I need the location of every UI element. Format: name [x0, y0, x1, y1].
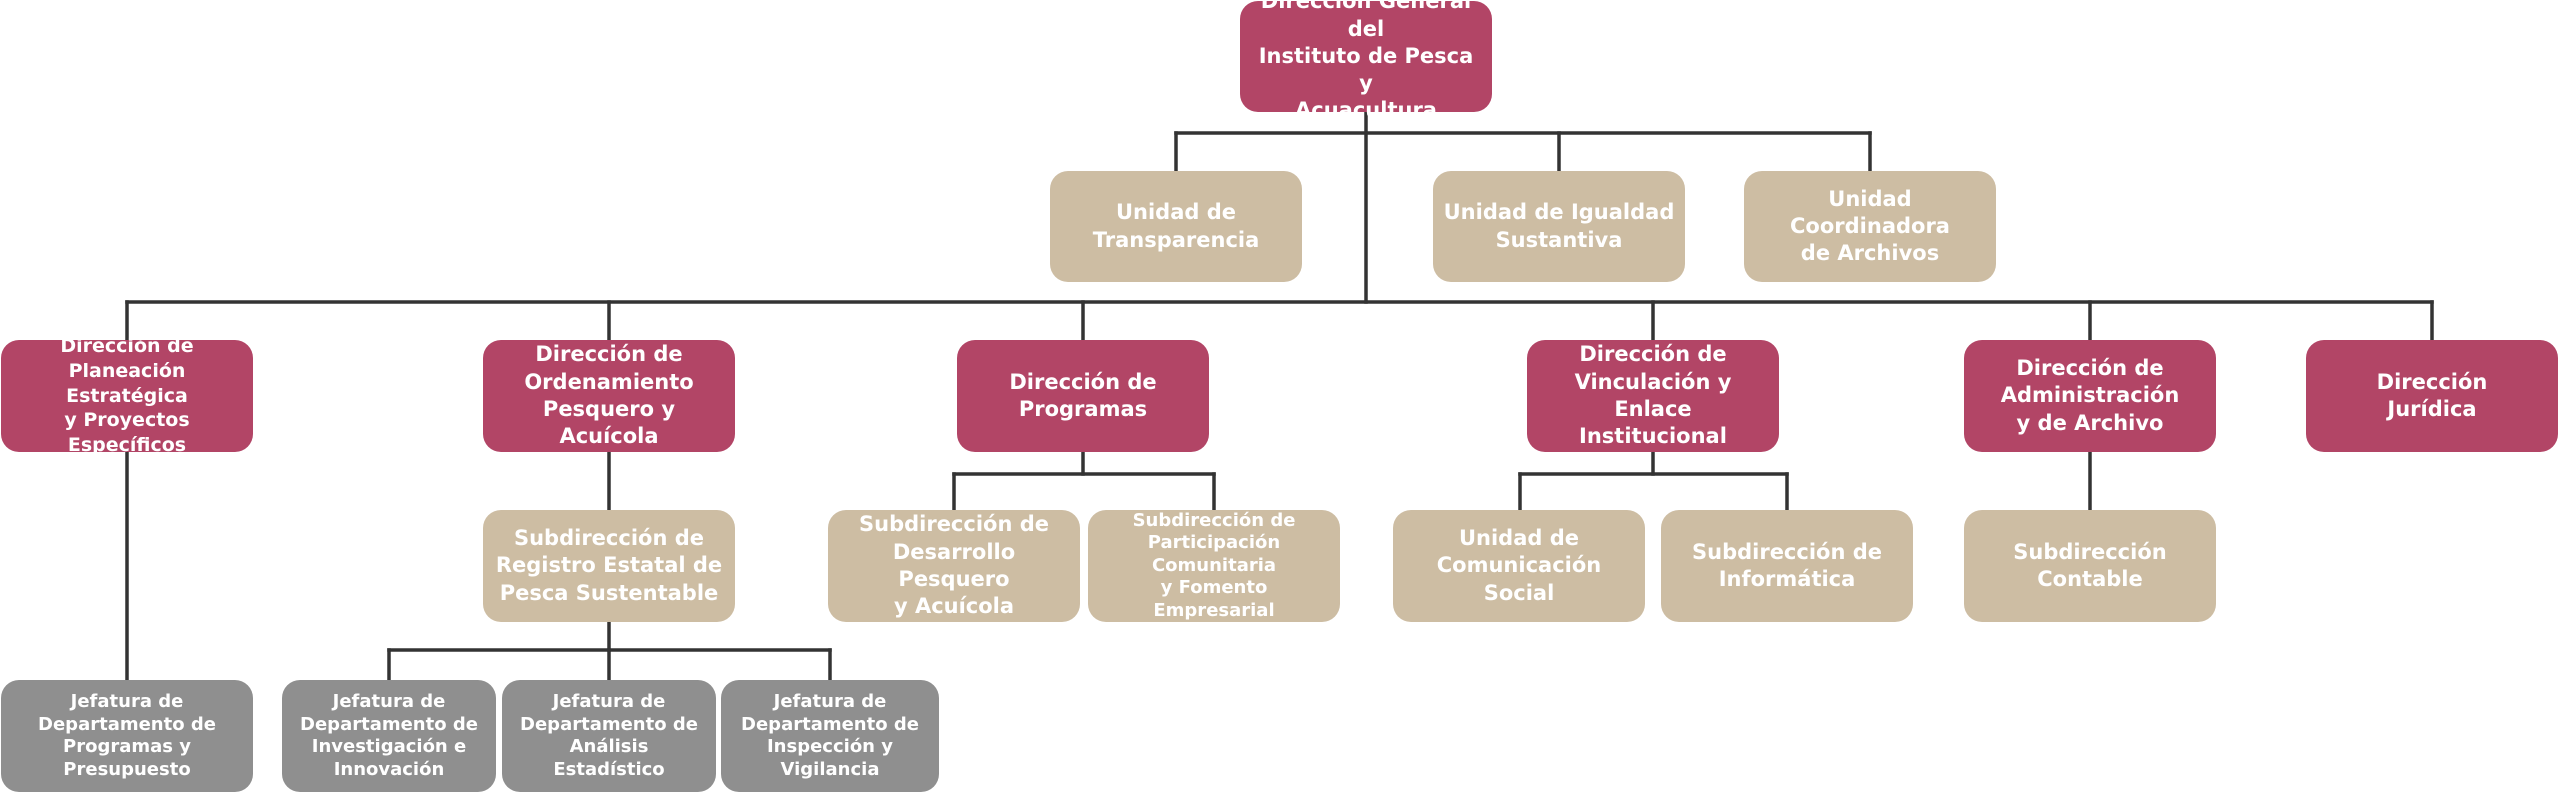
node-label: Unidad de Comunicación Social	[1436, 526, 1602, 605]
node-label: Unidad Coordinadora de Archivos	[1790, 186, 1950, 266]
node-label: Jefatura de Departamento de Inspección y…	[741, 691, 919, 780]
node-direccion-vinculacion: Dirección de Vinculación y Enlace Instit…	[1527, 340, 1779, 452]
node-label: Subdirección de Registro Estatal de Pesc…	[495, 526, 723, 605]
node-direccion-planeacion: Dirección de Planeación Estratégica y Pr…	[1, 335, 253, 456]
node-jefatura-programas-presupuesto: Jefatura de Departamento de Programas y …	[1, 680, 253, 792]
node-jefatura-investigacion: Jefatura de Departamento de Investigació…	[282, 680, 496, 792]
node-label: Dirección General del Instituto de Pesca…	[1258, 0, 1474, 123]
node-subdireccion-desarrollo: Subdirección de Desarrollo Pesquero y Ac…	[828, 510, 1080, 622]
node-label: Unidad de Igualdad Sustantiva	[1443, 200, 1675, 252]
node-subdireccion-participacion: Subdirección de Participación Comunitari…	[1088, 510, 1340, 622]
node-unidad-igualdad: Unidad de Igualdad Sustantiva	[1433, 171, 1685, 282]
node-label: Subdirección de Informática	[1692, 539, 1882, 591]
node-direccion-ordenamiento: Dirección de Ordenamiento Pesquero y Acu…	[483, 340, 735, 452]
node-label: Dirección Jurídica	[2376, 369, 2488, 421]
node-subdireccion-informatica: Subdirección de Informática	[1661, 510, 1913, 622]
node-label: Dirección de Administración y de Archivo	[2000, 356, 2180, 435]
node-label: Jefatura de Departamento de Análisis Est…	[520, 691, 698, 780]
node-label: Dirección de Vinculación y Enlace Instit…	[1574, 342, 1732, 449]
node-label: Jefatura de Departamento de Programas y …	[38, 691, 216, 780]
node-direccion-juridica: Dirección Jurídica	[2306, 340, 2558, 452]
node-direccion-programas: Dirección de Programas	[957, 340, 1209, 452]
node-label: Subdirección de Participación Comunitari…	[1132, 509, 1296, 621]
node-direccion-general: Dirección General del Instituto de Pesca…	[1240, 0, 1492, 122]
node-unidad-comunicacion: Unidad de Comunicación Social	[1393, 510, 1645, 622]
node-unidad-archivos: Unidad Coordinadora de Archivos	[1744, 171, 1996, 282]
node-label: Unidad de Transparencia	[1092, 200, 1260, 252]
node-label: Dirección de Programas	[1009, 369, 1157, 421]
node-unidad-transparencia: Unidad de Transparencia	[1050, 171, 1302, 282]
node-jefatura-inspeccion: Jefatura de Departamento de Inspección y…	[721, 680, 939, 792]
node-direccion-administracion: Dirección de Administración y de Archivo	[1964, 340, 2216, 452]
node-label: Jefatura de Departamento de Investigació…	[300, 691, 478, 780]
node-subdireccion-registro: Subdirección de Registro Estatal de Pesc…	[483, 510, 735, 622]
node-label: Subdirección Contable	[2013, 539, 2167, 591]
node-label: Subdirección de Desarrollo Pesquero y Ac…	[859, 512, 1049, 619]
node-label: Dirección de Ordenamiento Pesquero y Acu…	[524, 342, 694, 449]
node-subdireccion-contable: Subdirección Contable	[1964, 510, 2216, 622]
node-label: Dirección de Planeación Estratégica y Pr…	[60, 335, 194, 457]
node-jefatura-analisis: Jefatura de Departamento de Análisis Est…	[502, 680, 716, 792]
